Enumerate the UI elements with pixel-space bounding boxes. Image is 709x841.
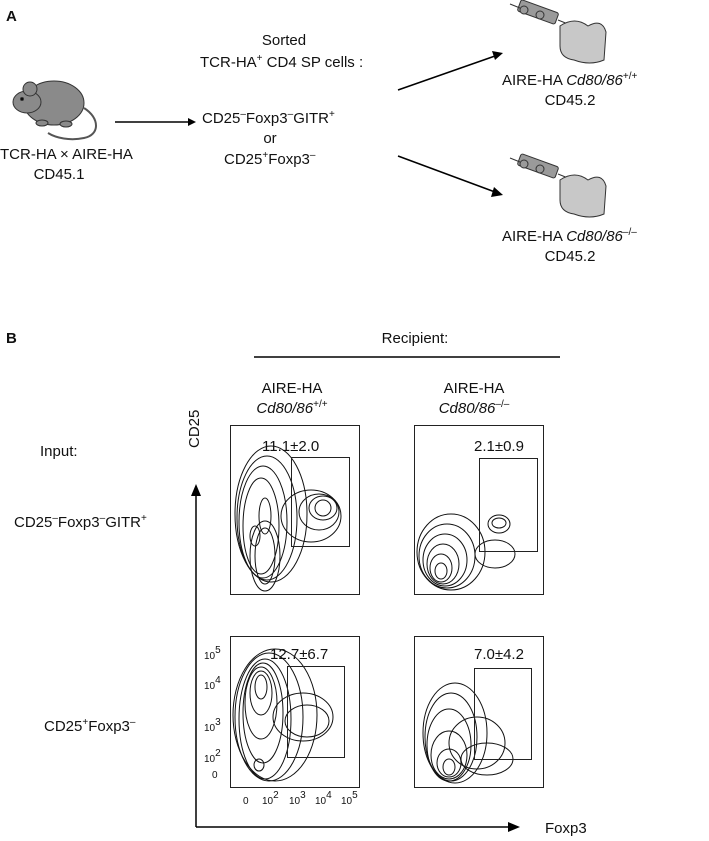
contour-plot <box>416 513 516 591</box>
x-tick: 102 <box>262 790 279 808</box>
x-tick: 103 <box>289 790 306 808</box>
donor-label-1: TCR-HA × AIRE-HA <box>0 146 133 163</box>
y-tick: 0 <box>212 770 218 781</box>
recipient-wt-cd45: CD45.2 <box>544 92 596 109</box>
population-1: CD25–Foxp3–GITR+ <box>202 109 335 128</box>
organ-icon <box>559 20 607 64</box>
gate-percent-1: 11.1±2.0 <box>262 438 320 455</box>
x-axis-label: Foxp3 <box>545 820 587 837</box>
syringe-icon <box>509 0 569 25</box>
gate-percent-4: 7.0±4.2 <box>474 646 524 663</box>
y-tick: 105 <box>204 645 221 663</box>
gate-percent-3: 12.7±6.7 <box>270 646 329 663</box>
gate-percent-2: 2.1±0.9 <box>474 438 524 455</box>
col2-genotype: Cd80/86–/– <box>438 399 510 418</box>
col1-genotype: Cd80/86+/+ <box>256 399 328 418</box>
col1-header: AIRE-HA <box>261 380 323 397</box>
mouse-icon <box>12 80 97 141</box>
x-tick: 104 <box>315 790 332 808</box>
sorted-subtitle: TCR-HA+ CD4 SP cells : <box>200 53 364 72</box>
input-label: Input: <box>40 443 78 460</box>
x-tick: 105 <box>341 790 358 808</box>
flow-plot-4 <box>414 636 544 788</box>
gate-box <box>291 457 350 547</box>
y-tick: 102 <box>204 748 221 766</box>
flow-plot-1 <box>230 425 360 595</box>
recipient-header: Recipient: <box>381 330 449 347</box>
or-label: or <box>263 130 277 147</box>
row1-label: CD25–Foxp3–GITR+ <box>14 513 147 532</box>
y-tick: 104 <box>204 675 221 693</box>
sorted-label: Sorted <box>261 32 307 49</box>
y-axis-label: CD25 <box>186 409 203 448</box>
donor-label-2: CD45.1 <box>33 166 85 183</box>
population-2: CD25+Foxp3– <box>224 150 316 169</box>
contour-plot <box>422 682 514 784</box>
col2-header: AIRE-HA <box>443 380 505 397</box>
recipient-ko-label: AIRE-HA Cd80/86–/– <box>502 227 637 246</box>
gate-box <box>479 458 538 552</box>
recipient-ko-cd45: CD45.2 <box>544 248 596 265</box>
syringe-icon <box>509 153 569 179</box>
contour-plot <box>234 445 342 592</box>
row2-label: CD25+Foxp3– <box>44 717 136 736</box>
gate-box <box>287 666 345 758</box>
recipient-wt-label: AIRE-HA Cd80/86+/+ <box>502 71 638 90</box>
x-tick: 0 <box>243 796 249 807</box>
flow-plot-3 <box>230 636 360 788</box>
gate-box <box>474 668 532 760</box>
panel-a-letter: A <box>6 8 17 25</box>
contour-plot <box>232 648 334 782</box>
y-tick: 103 <box>204 717 221 735</box>
panel-b-letter: B <box>6 330 17 347</box>
organ-icon <box>559 174 607 218</box>
